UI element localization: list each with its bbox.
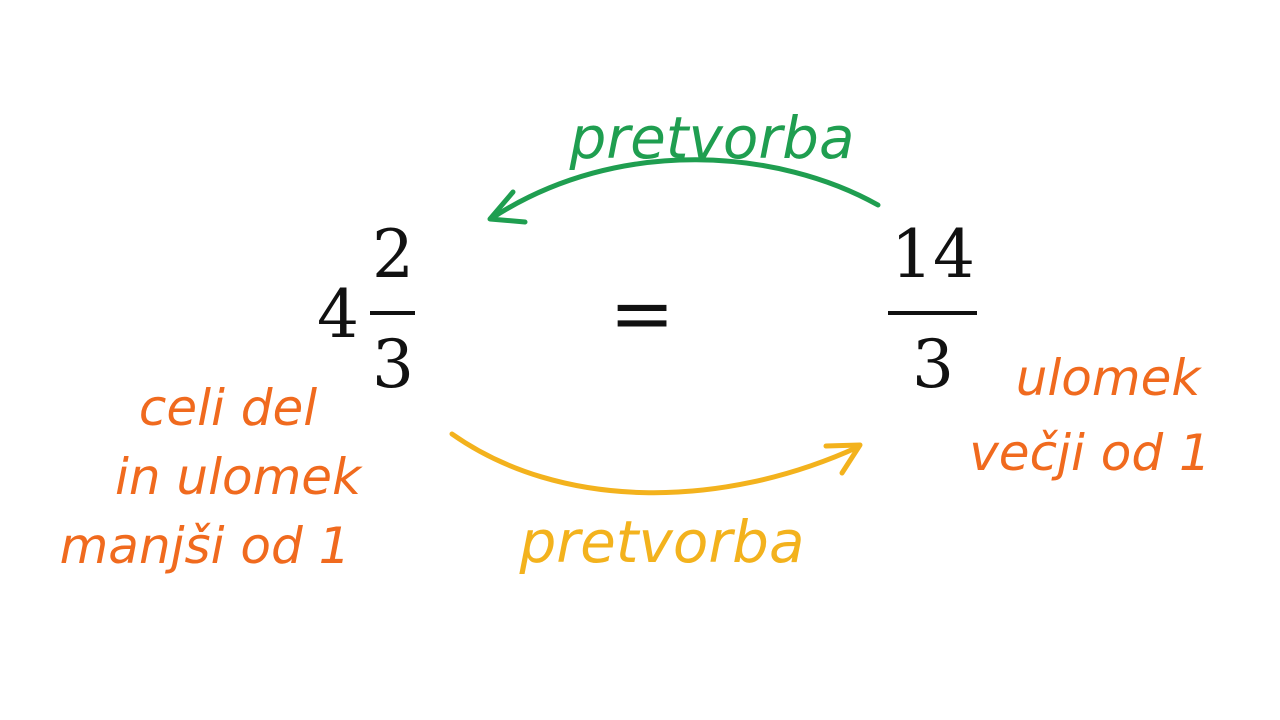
arrowhead-left-icon [487,189,528,225]
left-note-line-3: manjši od 1 [60,517,351,575]
top-arrow-label: pretvorba [568,104,854,172]
mixed-number-whole: 4 [317,276,359,353]
mixed-number-numerator: 2 [372,216,414,293]
curved-arrow-right-icon [449,431,861,496]
top-conversion-arrow: pretvorba [487,104,881,225]
improper-fraction-denominator: 3 [912,326,954,403]
right-note: ulomek večji od 1 [969,349,1211,482]
bottom-arrow-label: pretvorba [518,508,804,576]
improper-fraction: 14 3 [888,216,977,403]
mixed-number: 4 2 3 [317,216,415,403]
left-note: celi del in ulomek manjši od 1 [60,379,363,575]
improper-fraction-numerator: 14 [891,216,975,293]
curved-arrow-left-icon [489,157,881,221]
right-note-line-2: večji od 1 [969,424,1211,482]
arrowhead-right-icon [823,442,863,476]
right-note-line-1: ulomek [1016,349,1203,407]
left-note-line-1: celi del [139,379,317,437]
bottom-conversion-arrow: pretvorba [449,431,863,576]
equals-sign: = [609,269,674,359]
left-note-line-2: in ulomek [115,448,363,506]
mixed-number-denominator: 3 [372,326,414,403]
